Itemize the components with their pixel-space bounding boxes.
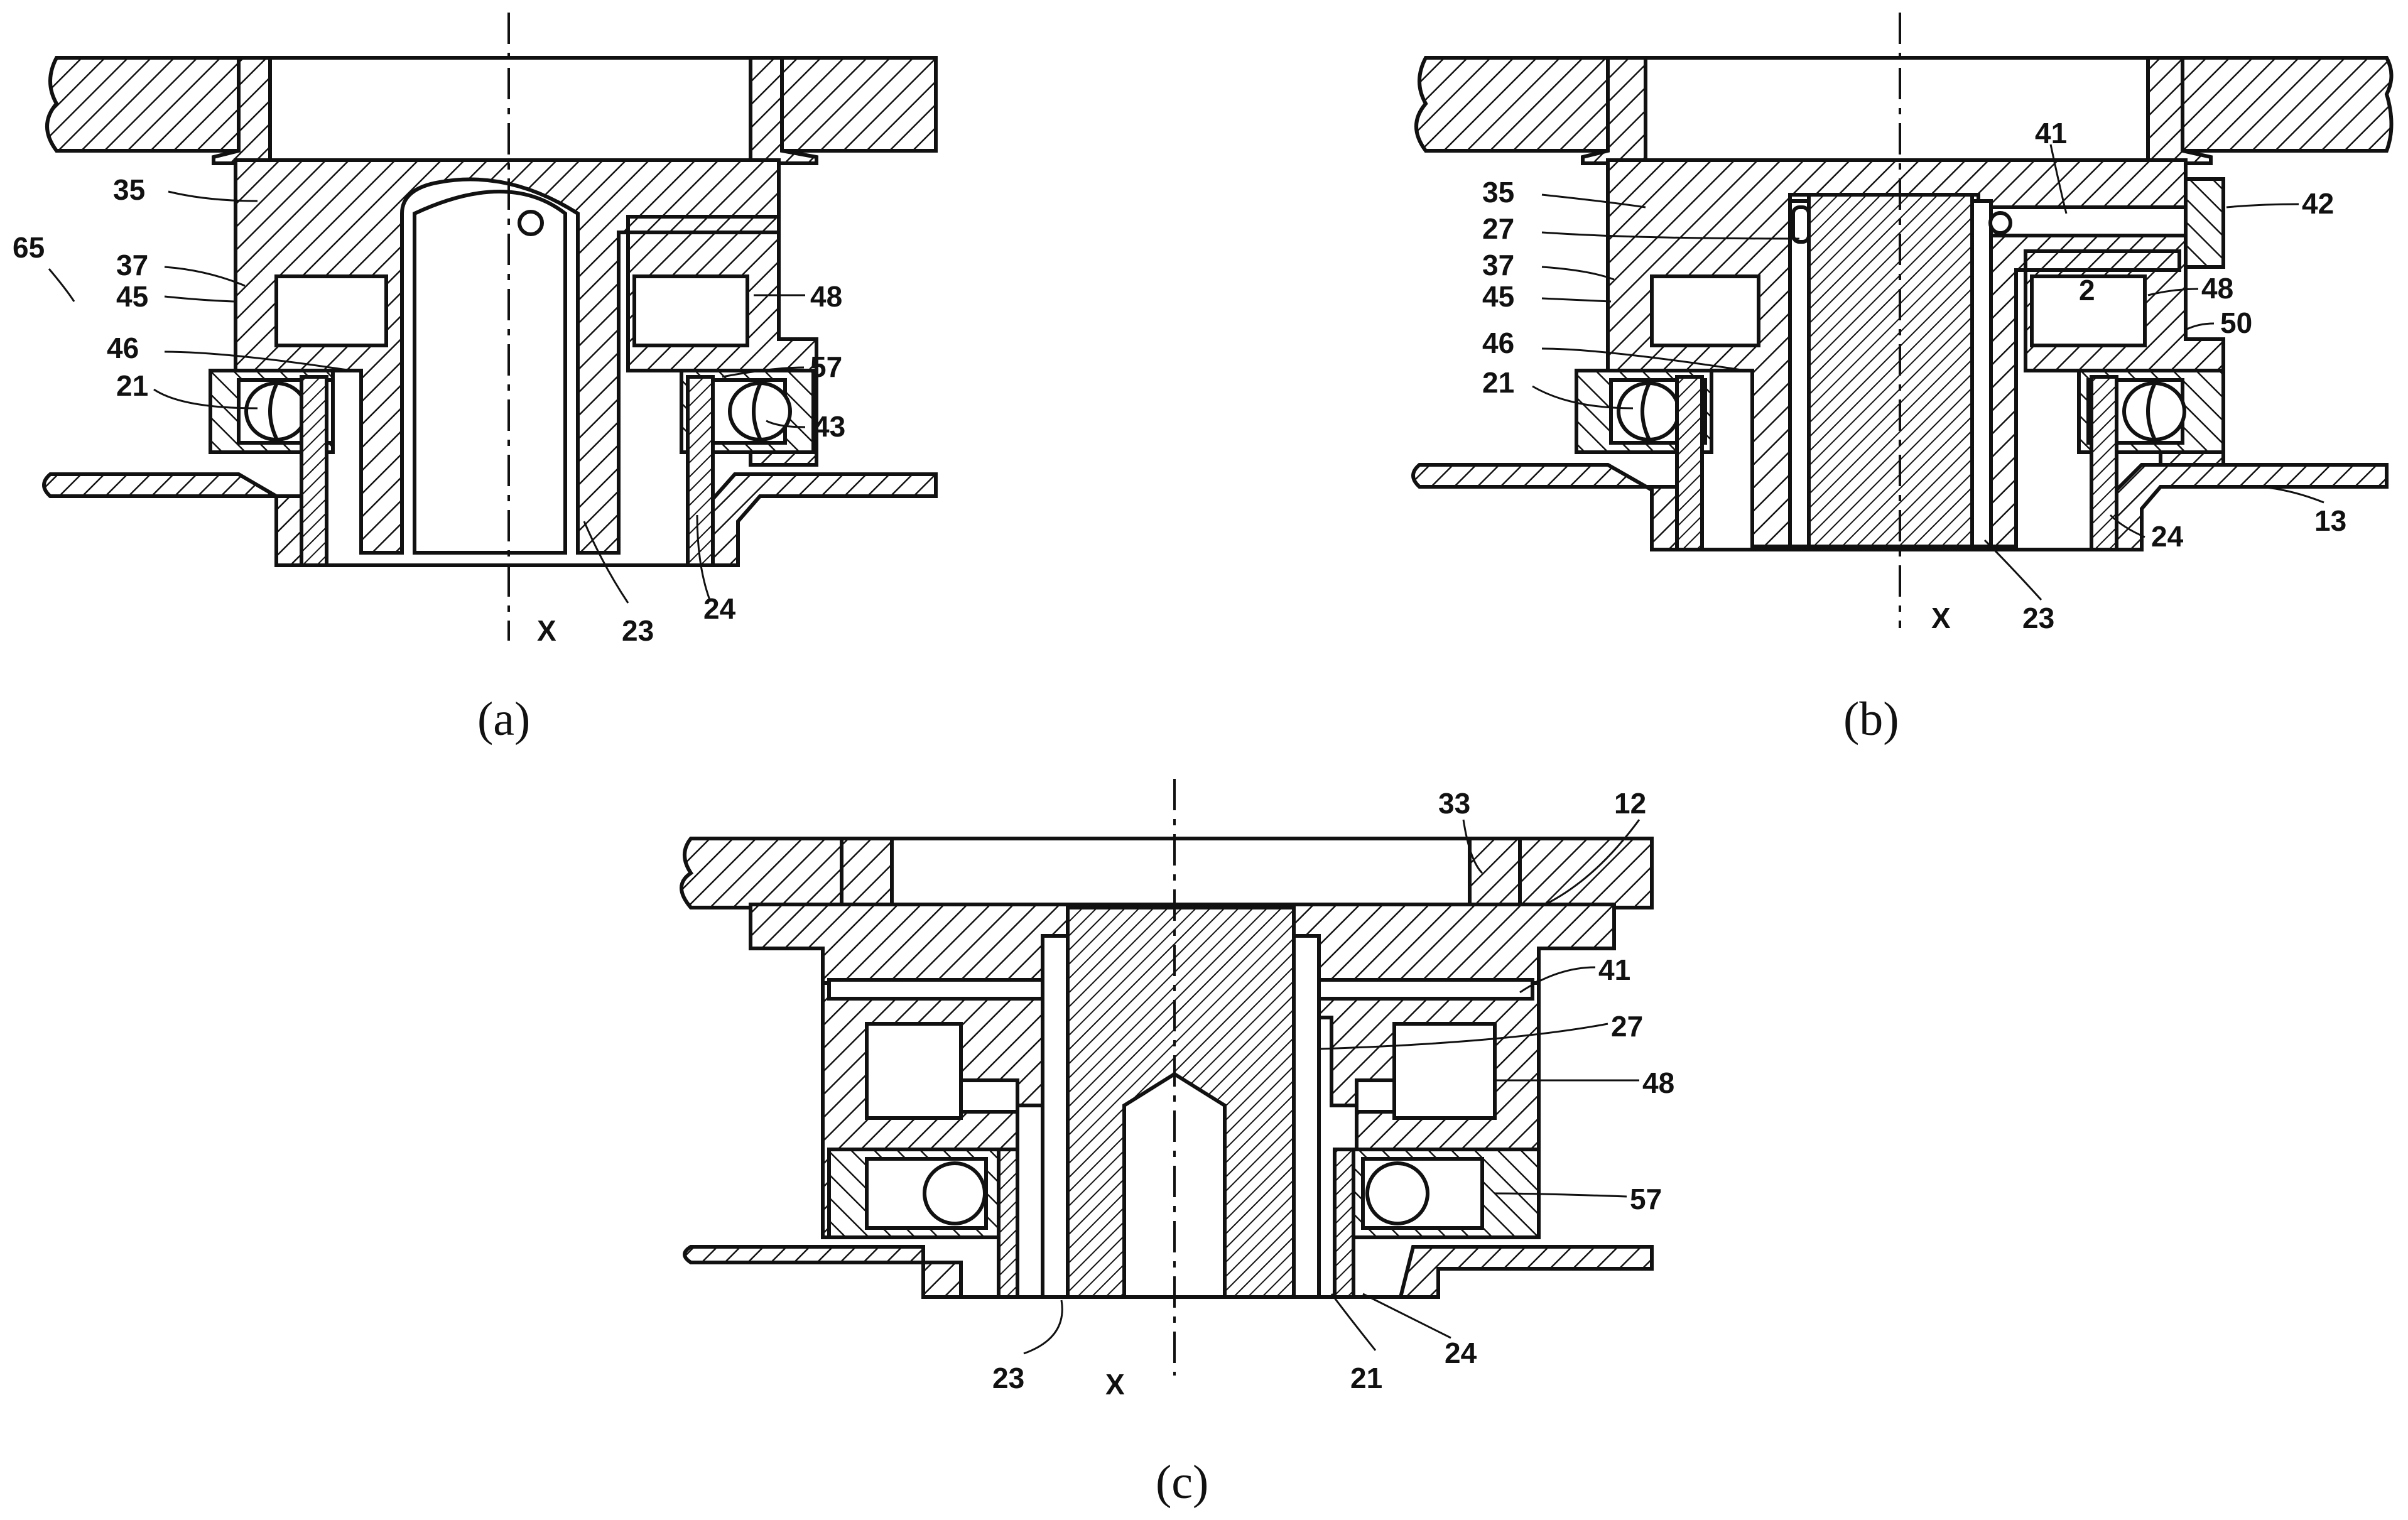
- label-b-21: 21: [1482, 366, 1514, 399]
- label-b-45: 45: [1482, 280, 1514, 313]
- label-b-27: 27: [1482, 212, 1514, 245]
- label-b-48: 48: [2201, 272, 2233, 305]
- upper-cavity: [268, 56, 752, 163]
- label-a-23: 23: [622, 614, 654, 647]
- c-sleeve-left: [997, 1148, 1019, 1299]
- label-b-24: 24: [2151, 520, 2184, 553]
- label-a-65: 65: [13, 231, 45, 264]
- label-c-48: 48: [1642, 1067, 1674, 1099]
- c-upper-cavity: [890, 837, 1472, 909]
- c-top-plate-left: [680, 837, 850, 909]
- panel-b: [1411, 13, 2394, 628]
- label-c-24: 24: [1445, 1337, 1477, 1369]
- ball-right: [728, 381, 792, 442]
- label-b-41: 41: [2035, 117, 2067, 149]
- cavity-48: [632, 274, 749, 347]
- label-a-48: 48: [810, 280, 842, 313]
- b-ball-right: [2122, 381, 2186, 442]
- c-ball-left: [923, 1161, 987, 1225]
- bore: [413, 190, 567, 555]
- label-a-43: 43: [813, 410, 845, 443]
- c-housing-left: [840, 837, 894, 906]
- b-channel-right: [1970, 199, 1993, 548]
- base-plate-right: [708, 472, 938, 567]
- label-a-37: 37: [116, 249, 148, 281]
- top-plate-left: [45, 56, 241, 153]
- panel-c: [680, 779, 1654, 1376]
- c-housing-right: [1468, 837, 1522, 906]
- c-base-left: [683, 1245, 963, 1299]
- label-c-57: 57: [1630, 1183, 1662, 1215]
- top-plate-right: [780, 56, 938, 153]
- label-a-46: 46: [107, 332, 139, 364]
- sleeve-right: [686, 375, 715, 567]
- b-pipe-41: [1989, 205, 2200, 237]
- b-cavity-48: [2030, 274, 2147, 347]
- label-c-21: 21: [1350, 1362, 1382, 1394]
- b-upper-cavity: [1644, 56, 2150, 163]
- b-channel-left: [1788, 199, 1811, 548]
- b-top-plate-right: [2181, 56, 2394, 153]
- label-c-23: 23: [992, 1362, 1024, 1394]
- c-cavity-left: [865, 1022, 963, 1120]
- label-c-12: 12: [1614, 787, 1646, 820]
- b-top-plate-left: [1414, 56, 1610, 153]
- panel-a: [42, 13, 938, 641]
- bore-dot: [518, 210, 544, 236]
- label-b-2: 2: [2079, 274, 2095, 307]
- labels: 35 37 45 46 21 65 48 57 43 23 24 X 41 42…: [13, 117, 2346, 1401]
- label-a-45: 45: [116, 280, 148, 313]
- label-a-x: X: [537, 614, 556, 647]
- label-c-41: 41: [1598, 953, 1630, 986]
- cavity-37: [274, 274, 388, 347]
- label-b-13: 13: [2314, 504, 2346, 537]
- label-c-x: X: [1105, 1368, 1125, 1401]
- label-b-23: 23: [2022, 602, 2054, 634]
- main-body: [234, 158, 818, 555]
- label-b-x: X: [1931, 602, 1951, 634]
- ball-left: [244, 381, 308, 442]
- c-sleeve-right: [1333, 1148, 1355, 1299]
- label-c-27: 27: [1611, 1010, 1643, 1043]
- leader-lines: [48, 144, 2324, 1355]
- label-a-57: 57: [810, 350, 842, 383]
- c-base-right: [1398, 1245, 1654, 1299]
- c-channel-left: [1041, 934, 1070, 1299]
- label-a-21: 21: [116, 369, 148, 402]
- b-sleeve-left: [1675, 375, 1704, 551]
- sleeve-left: [300, 375, 328, 567]
- c-ball-right: [1365, 1161, 1429, 1225]
- b-fitting-42: [2184, 177, 2225, 269]
- b-cavity-37: [1650, 274, 1760, 347]
- b-shaft: [1807, 193, 1974, 548]
- c-top-plate-right: [1509, 837, 1654, 909]
- label-b-42: 42: [2302, 187, 2334, 220]
- caption-a: (a): [477, 693, 530, 746]
- label-b-46: 46: [1482, 327, 1514, 359]
- label-c-33: 33: [1438, 787, 1470, 820]
- captions: (a) (b) (c): [477, 693, 1899, 1509]
- c-channel-right: [1292, 934, 1321, 1299]
- b-ball-left: [1617, 381, 1681, 442]
- label-a-35: 35: [113, 173, 145, 206]
- c-cavity-48: [1392, 1022, 1497, 1120]
- caption-c: (c): [1156, 1456, 1208, 1509]
- label-b-35: 35: [1482, 176, 1514, 209]
- label-b-37: 37: [1482, 249, 1514, 281]
- b-base-left: [1411, 463, 1679, 551]
- caption-b: (b): [1843, 693, 1899, 746]
- b-sleeve-right: [2090, 375, 2118, 551]
- label-a-24: 24: [703, 592, 736, 625]
- base-plate-left: [42, 472, 303, 567]
- label-b-50: 50: [2220, 307, 2252, 339]
